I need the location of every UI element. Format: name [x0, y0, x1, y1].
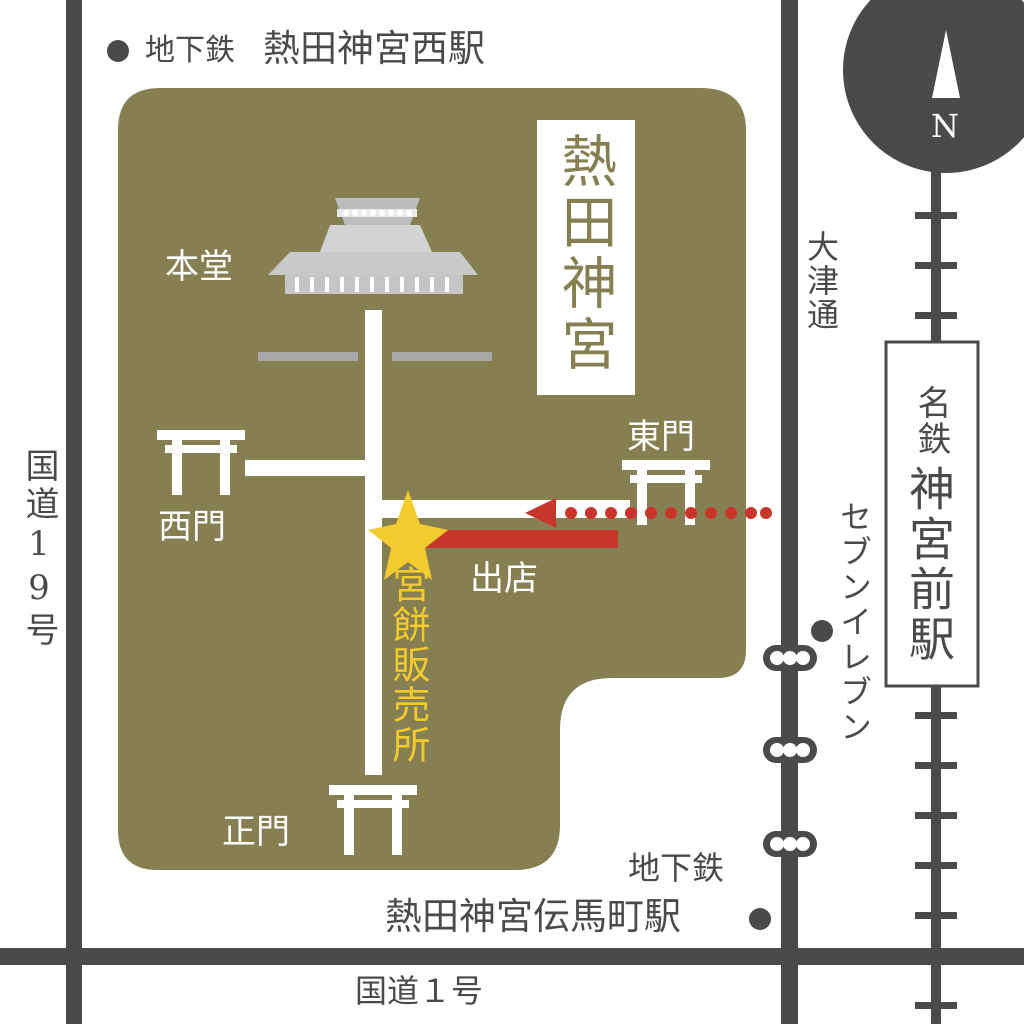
- denmacho-station-prefix: 地下鉄: [628, 849, 725, 887]
- otsu-street-label: 大津通: [802, 230, 840, 332]
- traffic-signal-2: [763, 737, 817, 763]
- route-arrowhead: [525, 498, 556, 528]
- route1-road: [0, 948, 1024, 965]
- meitetsu-station-name: 神宮前駅: [902, 465, 956, 665]
- east-gate-torii: [622, 460, 710, 525]
- west-station-name: 熱田神宮西駅: [263, 27, 485, 70]
- main-gate-label: 正門: [222, 812, 290, 852]
- route19-road: [66, 0, 82, 1024]
- main-gate-torii: [329, 785, 417, 855]
- traffic-signal-3: [763, 831, 817, 857]
- booth-route-bar: [425, 530, 618, 548]
- shop-star-marker: [368, 490, 448, 580]
- route-dotted-line: [565, 507, 772, 519]
- main-hall-label: 本堂: [165, 247, 233, 287]
- meitetsu-line-label: 名鉄: [911, 385, 951, 457]
- east-gate-label: 東門: [627, 417, 695, 457]
- west-station-prefix: 地下鉄: [145, 33, 235, 68]
- shop-name: 宮餅販売所: [386, 565, 430, 765]
- shrine-paths: [245, 310, 630, 775]
- main-hall-icon: [268, 198, 478, 294]
- traffic-signal-1: [763, 645, 817, 671]
- west-gate-torii: [157, 430, 245, 495]
- denmacho-station-name: 熱田神宮伝馬町駅: [385, 895, 681, 938]
- seven-eleven-marker: [811, 620, 833, 642]
- shrine-title: 熱田神宮: [552, 132, 617, 376]
- route19-label: 国道19号: [19, 448, 59, 650]
- seven-eleven-label: セブンイレブン: [835, 500, 873, 745]
- booth-label: 出店: [470, 559, 538, 599]
- compass-n-label: N: [931, 107, 959, 145]
- hall-fence-left: [258, 352, 358, 361]
- hall-fence-right: [392, 352, 492, 361]
- compass-arrow: [932, 30, 960, 98]
- west-station-marker: [107, 40, 129, 62]
- route1-label: 国道１号: [355, 972, 484, 1010]
- compass: [843, 0, 1024, 173]
- west-gate-label: 西門: [158, 507, 226, 547]
- shrine-title-box: [537, 120, 635, 395]
- meitetsu-station-box: [884, 340, 980, 688]
- otsu-street-road: [781, 0, 798, 1024]
- denmacho-station-marker: [749, 908, 771, 930]
